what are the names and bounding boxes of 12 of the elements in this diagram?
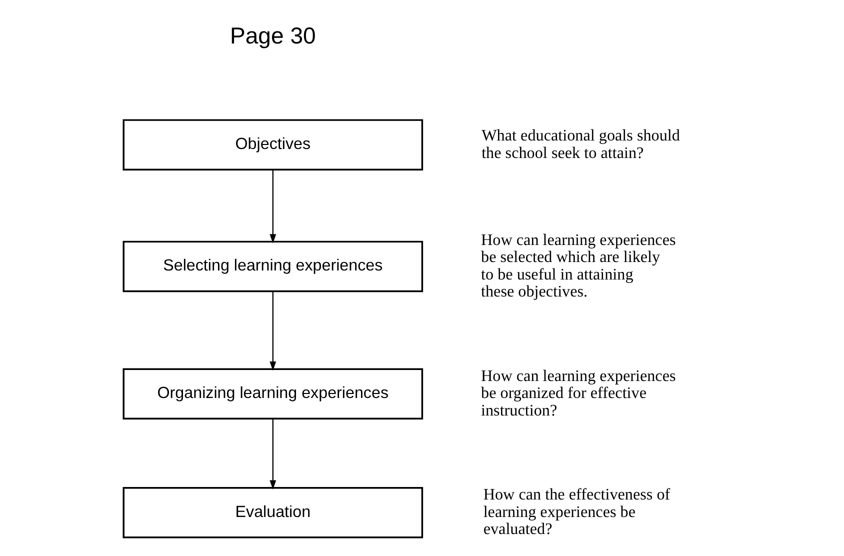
node-label: How can learning experiences be organized for effective instruction? bbox=[480, 368, 676, 420]
node-box: Evaluation bbox=[122, 486, 423, 538]
node-box: Objectives bbox=[122, 119, 423, 170]
node-box: Selecting learning experiences bbox=[122, 240, 423, 292]
arrow bbox=[269, 291, 276, 371]
label: Page 30 bbox=[229, 22, 316, 48]
node-label: How can learning experiences be selected which are likely to be useful in attaining these objectives. bbox=[480, 232, 676, 301]
node-box: Organizing learning experiences bbox=[122, 368, 423, 420]
node-label: What educational goals should the school seek to attain? bbox=[481, 127, 680, 162]
node-label: How can the effectiveness of learning experiences be evaluated? bbox=[482, 486, 670, 538]
arrow bbox=[269, 419, 276, 490]
arrow bbox=[269, 170, 276, 244]
